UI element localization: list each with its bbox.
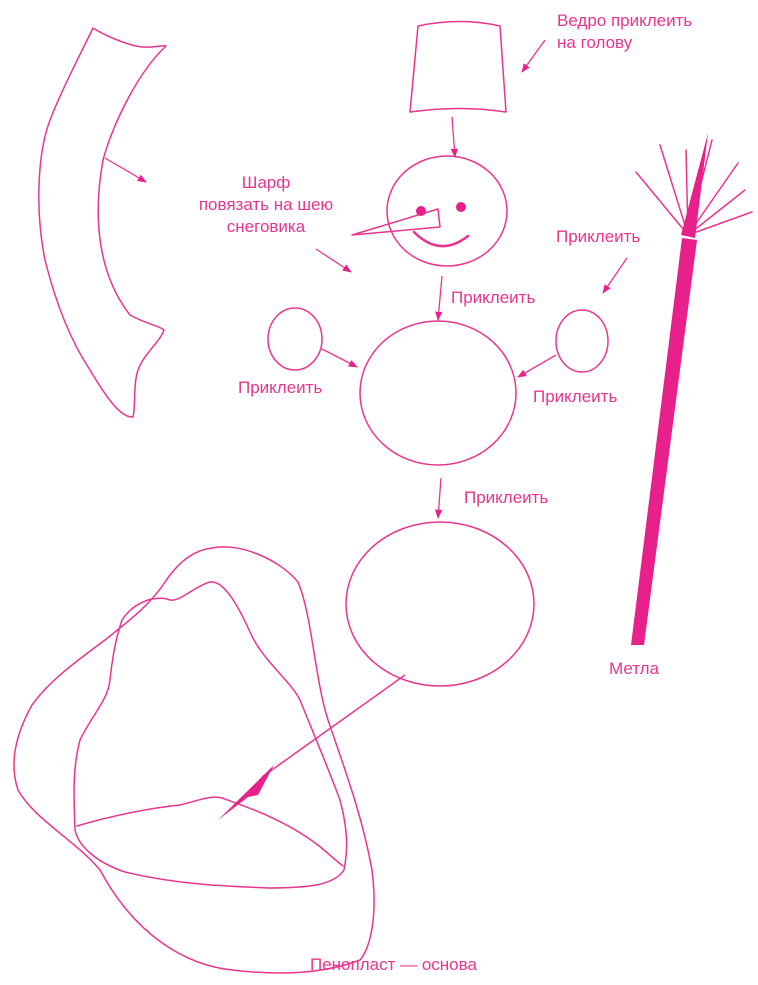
bucket-to-head-arrow [452, 117, 455, 157]
bucket-label-line2: на голову [557, 32, 692, 54]
lower-body-to-base-arrowhead [218, 765, 274, 820]
glue-left-hand-label: Приклеить [238, 377, 322, 399]
glue-lower-label: Приклеить [464, 487, 548, 509]
right-hand-circle [556, 310, 608, 372]
right-hand-to-body-arrow [518, 355, 556, 377]
glue-head-label: Приклеить [451, 287, 535, 309]
head-to-body-arrow [438, 276, 442, 320]
bucket-label: Ведро приклеить на голову [557, 10, 692, 54]
bucket-label-arrow [522, 40, 545, 72]
scarf-label-line1: Шарф [196, 172, 336, 194]
head-circle [387, 156, 507, 266]
broom-handle [631, 238, 697, 645]
scarf-arrow [105, 158, 146, 182]
scarf-label-line3: снеговика [196, 216, 336, 238]
right-eye [456, 202, 466, 212]
lower-body-to-base-arrow-line [262, 675, 405, 777]
glue-right-hand-label: Приклеить [556, 226, 640, 248]
right-hand-label-arrow [603, 258, 627, 293]
left-eye [416, 206, 426, 216]
scarf-shape [39, 28, 166, 417]
lower-body-circle [346, 522, 534, 686]
bucket-label-line1: Ведро приклеить [557, 10, 692, 32]
glue-right-body-label: Приклеить [533, 386, 617, 408]
middle-body-circle [360, 321, 516, 465]
foam-base-label: Пенопласт — основа [310, 954, 477, 976]
left-hand-circle [268, 308, 322, 370]
broom-label: Метла [609, 658, 659, 680]
foam-base-cut-line [77, 797, 343, 866]
foam-base-outer [14, 547, 374, 973]
left-hand-to-body-arrow [322, 349, 357, 367]
scarf-label-line2: повязать на шею [196, 194, 336, 216]
carrot-nose [352, 209, 440, 235]
body-to-lower-arrow [438, 478, 441, 518]
smile-mouth [414, 232, 468, 246]
bucket-shape [410, 22, 506, 113]
scarf-label-arrow [316, 249, 351, 272]
scarf-label: Шарф повязать на шею снеговика [196, 172, 336, 238]
foam-base-inner [74, 582, 347, 888]
